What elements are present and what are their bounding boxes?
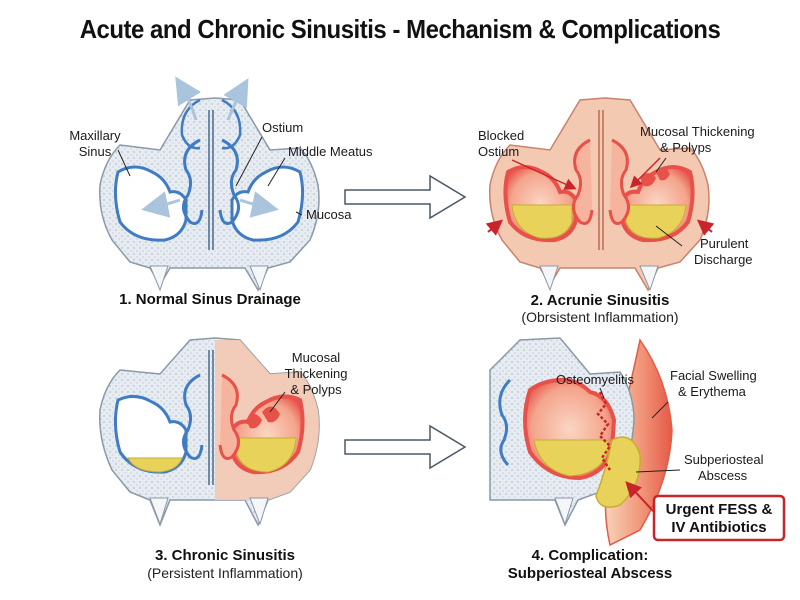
panel-2-acute: Blocked Ostium Mucosal Thickening & Poly… bbox=[478, 97, 755, 325]
caption-panel-4: 4. Complication: bbox=[532, 547, 649, 564]
label-swelling-1: Facial Swelling bbox=[670, 368, 757, 383]
panel-3-tooth-left bbox=[149, 497, 169, 526]
label-ostium: Ostium bbox=[262, 120, 303, 135]
label-blocked-2: Ostium bbox=[478, 144, 519, 159]
label-purulent-2: Discharge bbox=[694, 252, 753, 267]
panel-1-turbinate-right bbox=[218, 138, 240, 225]
flow-arrow-top bbox=[344, 174, 467, 220]
panel-2-polyp-2 bbox=[656, 167, 670, 181]
label-purulent-1: Purulent bbox=[700, 236, 749, 251]
panel-3-polyp-2 bbox=[262, 406, 280, 423]
panel-1-turbinate-left bbox=[182, 138, 204, 225]
subcaption-panel-2: (Obrsistent Inflammation) bbox=[521, 309, 678, 325]
panel-4-tooth bbox=[554, 497, 574, 526]
subcaption-panel-4: Subperiosteal Abscess bbox=[508, 565, 673, 582]
panel-4-complication: Urgent FESS & IV Antibiotics Osteomyelit… bbox=[489, 337, 786, 582]
label-maxillary-2: Sinus bbox=[79, 144, 112, 159]
panel-1-tooth-left bbox=[149, 265, 169, 292]
panel-2-turbinate-right bbox=[608, 138, 630, 225]
panel-3-turbinate-left bbox=[182, 373, 204, 460]
panel-3-pus-right bbox=[235, 437, 297, 473]
panel-4-pus-sinus bbox=[533, 439, 609, 477]
flow-arrow-bottom bbox=[344, 424, 467, 470]
panel-1-tooth-right bbox=[249, 265, 269, 292]
label-chronic-2: Thickening bbox=[285, 366, 348, 381]
label-thickening-1: Mucosal Thickening bbox=[640, 124, 755, 139]
label-abscess-1: Subperiosteal bbox=[684, 452, 764, 467]
label-chronic-1: Mucosal bbox=[292, 350, 341, 365]
panel-3-turbinate-right bbox=[218, 373, 240, 460]
caption-panel-3: 3. Chronic Sinusitis bbox=[155, 547, 295, 564]
panel-3-chronic: Mucosal Thickening & Polyps 3. Chronic S… bbox=[99, 337, 348, 581]
panel-2-tooth-right bbox=[639, 265, 659, 292]
panel-3-septum bbox=[208, 350, 214, 485]
panel-2-polyp-1 bbox=[640, 173, 656, 187]
panel-1-drain-arrow-right bbox=[239, 191, 279, 218]
panel-3-polyp-1 bbox=[246, 414, 262, 429]
label-chronic-3: & Polyps bbox=[290, 382, 342, 397]
panel-2-pus-left bbox=[511, 204, 573, 239]
panel-2-pus-right bbox=[625, 204, 687, 239]
panel-4-osteomyelitis-cracks bbox=[596, 391, 612, 471]
urgent-line-1: Urgent FESS & bbox=[666, 501, 773, 518]
panel-1-septum bbox=[208, 110, 214, 250]
caption-panel-2: 2. Acrunie Sinusitis bbox=[531, 292, 670, 309]
label-middle-meatus: Middle Meatus bbox=[288, 144, 373, 159]
panel-4-turbinate bbox=[498, 378, 512, 467]
panel-1-drain-arrow-up-right bbox=[223, 78, 249, 121]
panel-2-turbinate-left bbox=[572, 138, 594, 225]
panel-2-tooth-left bbox=[539, 265, 559, 292]
panel-3-tooth-right bbox=[249, 497, 269, 526]
label-mucosa: Mucosa bbox=[306, 207, 352, 222]
label-abscess-2: Abscess bbox=[698, 468, 748, 483]
label-swelling-2: & Erythema bbox=[678, 384, 747, 399]
urgent-box bbox=[652, 494, 786, 542]
label-thickening-2: & Polyps bbox=[660, 140, 712, 155]
panel-1-normal: Maxillary Sinus Ostium Middle Meatus Muc… bbox=[69, 76, 373, 308]
label-osteomyelitis: Osteomyelitis bbox=[556, 372, 635, 387]
label-maxillary-1: Maxillary bbox=[69, 128, 121, 143]
panel-1-drain-arrow-left bbox=[141, 191, 181, 218]
urgent-line-2: IV Antibiotics bbox=[671, 519, 766, 536]
label-blocked-1: Blocked bbox=[478, 128, 524, 143]
panel-3-left-sinus bbox=[113, 395, 188, 474]
panel-2-septum bbox=[598, 110, 604, 250]
page-title: Acute and Chronic Sinusitis - Mechanism … bbox=[79, 14, 721, 44]
subcaption-panel-3: (Persistent Inflammation) bbox=[147, 565, 303, 581]
panel-3-pus-left bbox=[127, 457, 183, 473]
panel-1-drain-arrow-up-left bbox=[175, 76, 201, 121]
caption-panel-1: 1. Normal Sinus Drainage bbox=[119, 291, 301, 308]
